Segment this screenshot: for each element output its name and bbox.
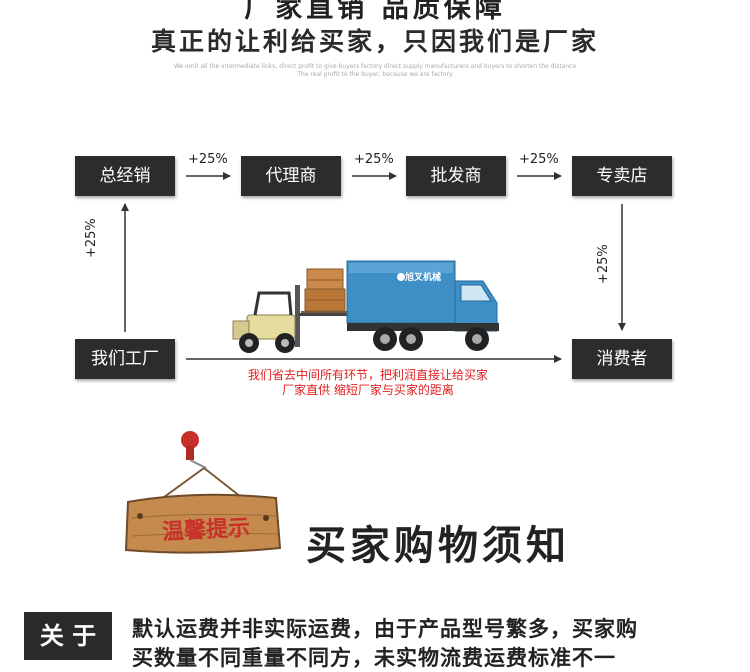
fine-print-1: We omit all the intermediate links, dire… <box>173 63 577 70</box>
node-consumer: 消费者 <box>572 339 672 379</box>
about-label: 关 于 <box>24 612 112 660</box>
delivery-illustration <box>232 260 499 353</box>
markup-label-2: +25% <box>354 152 394 167</box>
hanging-sign <box>124 431 282 554</box>
node-wholesaler: 批发商 <box>406 156 506 196</box>
markup-label-1: +25% <box>188 152 228 167</box>
notice-title: 买家购物须知 <box>306 523 570 569</box>
about-text-line-2: 买数量不同重量不同方，未实物流费运费标准不一 <box>132 646 616 670</box>
node-retailer: 专卖店 <box>572 156 672 196</box>
truck-icon <box>346 260 499 351</box>
forklift-icon <box>232 285 347 353</box>
markup-label-3: +25% <box>519 152 559 167</box>
node-factory: 我们工厂 <box>75 339 175 379</box>
about-text-line-1: 默认运费并非实际运费，由于产品型号繁多，买家购 <box>132 617 638 641</box>
wooden-board-icon <box>124 493 282 554</box>
flow-arrows <box>121 172 626 363</box>
savings-note-2: 厂家直供 缩短厂家与买家的距离 <box>282 383 454 397</box>
pushpin-icon <box>181 431 207 469</box>
page-title: 厂家直销 品质保障 <box>244 0 506 24</box>
crates-icon <box>301 268 347 315</box>
node-distributor: 总经销 <box>75 156 175 196</box>
truck-logo: 旭叉机械 <box>405 273 442 283</box>
fine-print-2: The real profit to the buyer, because we… <box>297 71 453 78</box>
page-subtitle: 真正的让利给买家，只因我们是厂家 <box>150 27 599 56</box>
savings-note-1: 我们省去中间所有环节，把利润直接让给买家 <box>247 368 488 382</box>
node-agent: 代理商 <box>241 156 341 196</box>
